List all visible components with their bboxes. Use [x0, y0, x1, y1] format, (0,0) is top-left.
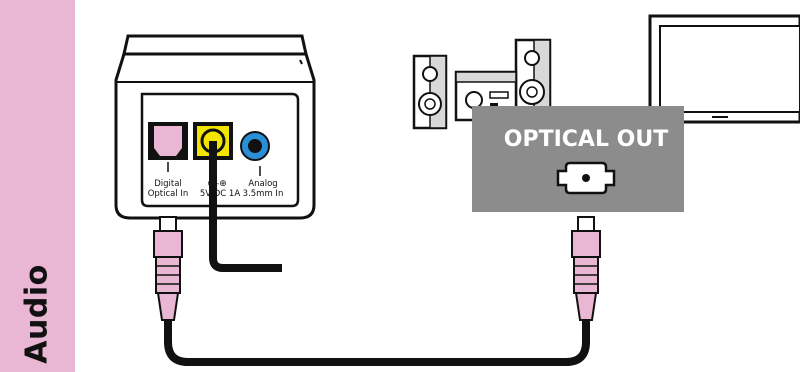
digital-port-label-2: Optical In	[148, 189, 189, 199]
power-port-label-2: 5V DC 1A	[200, 189, 241, 199]
analog-port-label-2: 3.5mm In	[243, 189, 284, 199]
analog-port	[240, 131, 270, 161]
digital-port-label-1: Digital	[154, 179, 182, 189]
left-optical-connector	[153, 216, 183, 321]
optical-out-panel: OPTICAL OUT	[472, 106, 684, 212]
right-optical-connector	[571, 216, 601, 321]
power-cable	[209, 141, 282, 272]
optical-cable	[164, 318, 590, 366]
stereo-system-icon	[412, 38, 552, 130]
sidebar: Audio	[0, 0, 75, 372]
analog-port-label-1: Analog	[248, 179, 277, 189]
digital-optical-port	[148, 122, 188, 160]
optical-port-icon	[556, 161, 616, 195]
optical-out-label: OPTICAL OUT	[504, 127, 668, 152]
tv-icon	[648, 14, 800, 124]
